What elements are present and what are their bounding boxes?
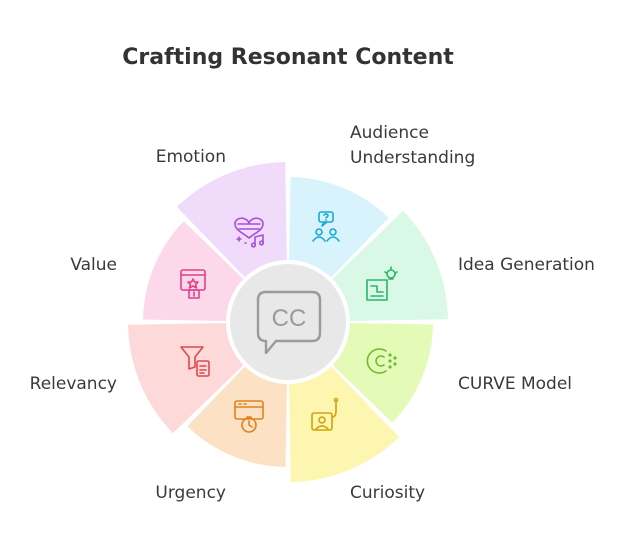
- question-people-icon: [312, 211, 340, 242]
- filter-list-icon: [180, 346, 210, 377]
- segment-audience: [289, 177, 389, 279]
- center-hub: CC: [226, 260, 350, 384]
- segment-value: [143, 221, 245, 321]
- label-audience: Audience Understanding: [350, 123, 475, 168]
- segment-emotion: [176, 162, 287, 279]
- lightbulb-board-icon: [366, 266, 398, 301]
- label-curiosity: Curiosity: [350, 483, 425, 503]
- segment-ring: [128, 162, 448, 482]
- segment-urgency: [187, 365, 287, 467]
- heart-music-icon: [234, 217, 265, 248]
- label-curve-model: CURVE Model: [458, 374, 572, 394]
- award-screen-icon: [180, 269, 206, 299]
- curve-model-icon: [366, 348, 397, 374]
- label-emotion: Emotion: [156, 147, 226, 167]
- segment-idea: [331, 210, 448, 321]
- segment-curiosity: [289, 365, 400, 482]
- label-urgency: Urgency: [155, 483, 226, 503]
- label-value: Value: [70, 255, 117, 275]
- segment-labels: Audience Understanding Idea Generation C…: [30, 123, 595, 503]
- diagram-title: Crafting Resonant Content: [122, 45, 454, 70]
- label-idea-generation: Idea Generation: [458, 255, 595, 275]
- center-cc-text: CC: [272, 305, 307, 332]
- label-relevancy: Relevancy: [30, 374, 117, 394]
- segment-relevancy: [128, 323, 245, 434]
- center-circle: [226, 260, 350, 384]
- closed-captions-speech-bubble-icon: CC: [256, 290, 322, 355]
- hook-image-icon: [311, 397, 339, 431]
- timer-window-icon: [234, 400, 264, 433]
